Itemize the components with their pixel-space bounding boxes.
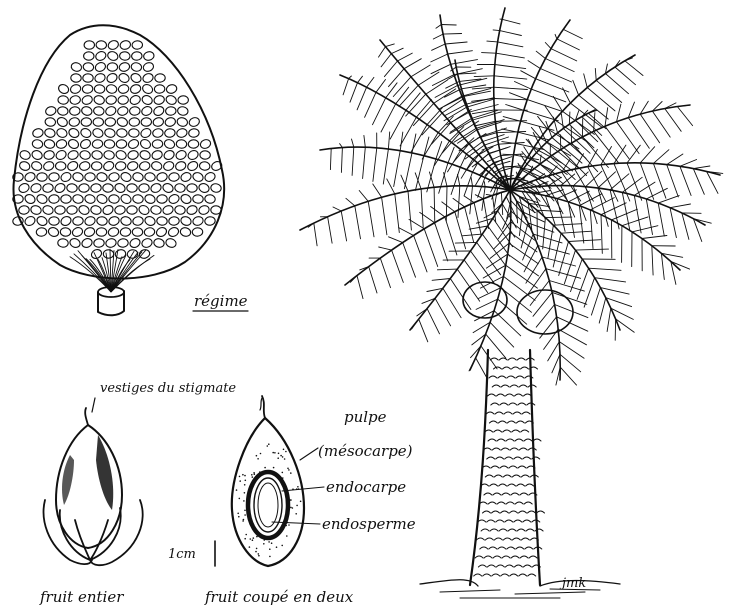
label-regime: régime [194, 292, 248, 310]
trunk-scales [474, 358, 545, 576]
palm-tree-drawing [300, 8, 723, 598]
label-endocarpe: endocarpe [326, 478, 406, 496]
label-pulpe: pulpe [344, 408, 387, 426]
ground [420, 580, 620, 598]
label-fruit-coupe: fruit coupé en deux [204, 588, 354, 606]
label-vestiges-du-stigmate: vestiges du stigmate [100, 381, 236, 396]
label-mesocarpe: (mésocarpe) [318, 442, 413, 460]
label-fruit-entier: fruit entier [39, 588, 124, 606]
regime-drawing [12, 25, 224, 315]
label-scale: 1cm [168, 547, 196, 562]
signature: jmk [559, 576, 586, 591]
palm-fronds [300, 8, 723, 385]
label-endosperme: endosperme [322, 515, 416, 533]
regime-fruits [12, 39, 223, 260]
whole-fruit-drawing [44, 408, 143, 565]
cut-fruit-drawing [232, 396, 304, 566]
regime-stalk-fibers [70, 249, 154, 292]
